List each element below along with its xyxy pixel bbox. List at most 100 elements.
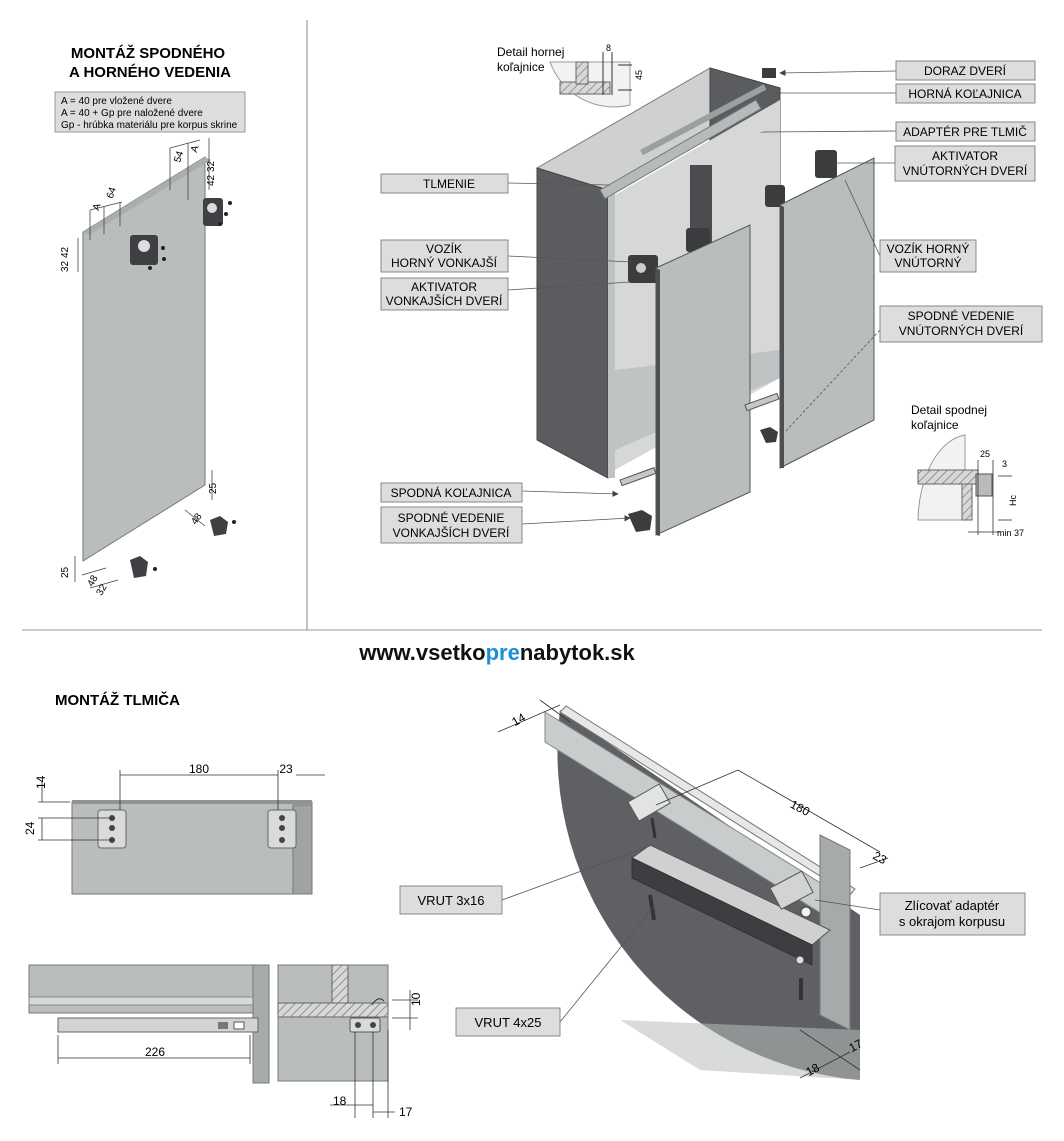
dim-25-detail: 25 <box>980 449 990 459</box>
detail-top-label-1: Detail hornej <box>497 45 564 59</box>
label-spodne-vnut-1: SPODNÉ VEDENIE <box>908 308 1015 323</box>
top-left-title-2: A HORNÉHO VEDENIA <box>69 64 231 81</box>
label-aktivator-vnut-1: AKTIVATOR <box>932 149 998 163</box>
dim-32b: 32 <box>60 260 71 272</box>
dim-25a: 25 <box>208 482 219 494</box>
door-panel <box>82 156 206 562</box>
label-box-vrut316 <box>399 885 503 915</box>
legend-line-1: A = 40 pre vložené dvere <box>61 96 172 107</box>
label-zlicovat-2: s okrajom korpusu <box>899 914 1005 929</box>
label-vozik-vonk-2: HORNÝ VONKAJŠÍ <box>391 255 498 270</box>
label-vrut316: VRUT 3x16 <box>418 893 485 908</box>
dim-17-section: 17 <box>399 1105 413 1119</box>
website-part-2: pre <box>486 640 520 665</box>
dim-Hc-detail: Hc <box>1008 495 1018 506</box>
legend-line-3: Gp - hrúbka materiálu pre korpus skrine <box>61 120 238 131</box>
dim-14-front: 14 <box>34 775 48 789</box>
detail-top-label-2: koľajnice <box>497 60 545 74</box>
dim-32a: 32 <box>206 160 217 172</box>
outer-guide-icon <box>628 510 652 532</box>
dim-14-iso: 14 <box>509 710 528 729</box>
label-vozik-vnut-2: VNÚTORNÝ <box>894 255 961 270</box>
label-aktivator-vnut-2: VNÚTORNÝCH DVERÍ <box>903 163 1028 178</box>
legend-line-2: A = 40 + Gp pre naložené dvere <box>61 108 203 119</box>
label-vrut425: VRUT 4x25 <box>475 1015 542 1030</box>
dim-32c: 32 <box>95 582 110 598</box>
label-zlicovat-1: Zlícovať adaptér <box>905 898 1000 913</box>
dim-180-iso: 180 <box>788 797 813 819</box>
dim-24-front: 24 <box>23 821 37 835</box>
label-box-spodna <box>380 482 523 503</box>
label-box-vozik-vonk <box>380 239 509 273</box>
section-view <box>277 964 418 1118</box>
dim-180-front: 180 <box>189 762 209 776</box>
label-box-doraz <box>895 60 1036 81</box>
carriage-icons <box>628 68 837 283</box>
label-horna: HORNÁ KOĽAJNICA <box>908 86 1021 101</box>
dim-48b: 48 <box>86 573 101 589</box>
isometric-detail <box>497 699 889 1080</box>
front-view <box>38 770 325 895</box>
dim-18-section: 18 <box>333 1094 347 1108</box>
dim-18-iso: 18 <box>803 1060 822 1079</box>
dim-23-iso: 23 <box>871 849 890 868</box>
label-aktivator-vonk-2: VONKAJŠÍCH DVERÍ <box>386 293 503 308</box>
label-spodna: SPODNÁ KOĽAJNICA <box>391 485 512 500</box>
dim-min37-detail: min 37 <box>997 528 1024 538</box>
detail-top-rail <box>549 52 632 108</box>
door-panel-edge <box>83 157 211 235</box>
top-right-section: Detail hornej koľajnice 8 45 <box>380 43 1043 544</box>
label-box-adapter <box>895 121 1036 142</box>
detail-bottom-label-2: koľajnice <box>911 418 959 432</box>
dim-17-iso: 17 <box>846 1036 865 1055</box>
dim-45: 45 <box>634 70 644 80</box>
label-vozik-vonk-1: VOZÍK <box>426 241 462 256</box>
website-url: www.vsetkoprenabytok.sk <box>358 640 635 665</box>
label-spodne-vonk-1: SPODNÉ VEDENIE <box>398 510 505 525</box>
inner-door <box>779 157 875 469</box>
label-box-horna <box>895 83 1036 104</box>
label-box-aktivator-vonk <box>380 277 509 311</box>
website-part-1: www.vsetko <box>358 640 485 665</box>
upper-carriage-icon <box>130 198 232 270</box>
legend-box <box>54 91 246 133</box>
top-left-section: MONTÁŽ SPODNÉHO A HORNÉHO VEDENIA A = 40… <box>54 44 246 598</box>
label-aktivator-vonk-1: AKTIVATOR <box>411 280 477 294</box>
dim-25b: 25 <box>60 566 71 578</box>
label-spodne-vonk-2: VONKAJŠÍCH DVERÍ <box>393 525 510 540</box>
label-box-zlicovat <box>879 892 1026 936</box>
label-doraz: DORAZ DVERÍ <box>924 63 1007 78</box>
dim-3-detail: 3 <box>1002 459 1007 469</box>
label-box-aktivator-vnut <box>894 145 1036 182</box>
dim-42a: 42 <box>206 174 217 186</box>
detail-bottom-rail <box>917 434 1012 535</box>
dim-64: 64 <box>105 186 119 200</box>
dim-226: 226 <box>145 1045 165 1059</box>
dim-54a: 54 <box>172 149 186 163</box>
label-vozik-vnut-1: VOZÍK HORNÝ <box>887 241 970 256</box>
bottom-section: MONTÁŽ TLMIČA 180 23 14 24 <box>23 691 1026 1119</box>
top-left-title-1: MONTÁŽ SPODNÉHO <box>71 44 226 62</box>
inner-door-edge <box>780 205 784 468</box>
label-box-vrut425 <box>455 1007 561 1037</box>
lower-guide-icon <box>130 516 236 578</box>
dim-A1: A <box>189 144 202 154</box>
dim-A2: A <box>91 202 104 212</box>
label-box-spodne-vonk <box>380 506 523 544</box>
website-part-3: nabytok.sk <box>520 640 636 665</box>
inner-bottom-rail <box>744 392 780 412</box>
side-view <box>28 964 270 1084</box>
label-tlmenie: TLMENIE <box>423 177 475 191</box>
bottom-rail <box>619 467 657 487</box>
label-box-vozik-vnut <box>879 239 977 273</box>
dim-8: 8 <box>606 43 611 53</box>
dim-42b: 42 <box>60 246 71 258</box>
dim-10: 10 <box>409 992 423 1006</box>
label-spodne-vnut-2: VNÚTORNÝCH DVERÍ <box>899 323 1024 338</box>
outer-door-edge <box>656 268 660 536</box>
inner-guide-icon <box>760 427 778 443</box>
label-box-tlmenie <box>380 173 509 194</box>
dim-23-front: 23 <box>279 762 293 776</box>
label-adapter: ADAPTÉR PRE TLMIČ <box>903 124 1027 139</box>
